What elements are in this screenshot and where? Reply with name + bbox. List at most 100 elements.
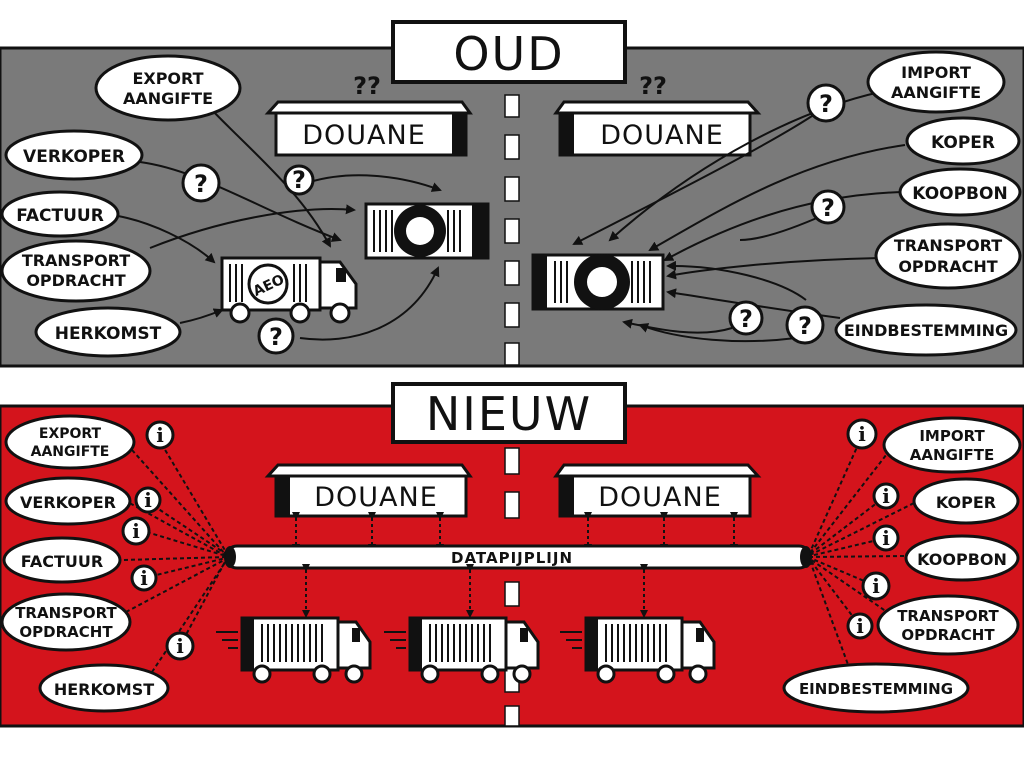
- svg-text:i: i: [176, 634, 184, 658]
- label-import-aangifte: IMPORT AANGIFTE: [866, 50, 1006, 114]
- new-right-labels: IMPORT AANGIFTE KOPER KOOPBON TRANSPORT …: [782, 416, 1022, 714]
- svg-text:i: i: [132, 519, 140, 543]
- label-herkomst: HERKOMST: [34, 306, 182, 358]
- svg-text:AANGIFTE: AANGIFTE: [910, 446, 994, 464]
- svg-text:KOPER: KOPER: [931, 133, 995, 153]
- svg-text:VERKOPER: VERKOPER: [23, 147, 125, 167]
- old-title: OUD: [453, 27, 564, 81]
- svg-text:OPDRACHT: OPDRACHT: [26, 271, 125, 290]
- old-right-question-marks: ??: [639, 72, 667, 100]
- label-export-aangifte: EXPORT AANGIFTE: [4, 414, 136, 470]
- info-icon: i: [121, 516, 151, 546]
- left-info-bubbles: i i i i i: [121, 420, 195, 661]
- label-transport-opdracht: TRANSPORT OPDRACHT: [0, 239, 152, 303]
- old-left-arrows: [117, 107, 442, 341]
- new-title: NIEUW: [426, 387, 592, 441]
- new-left-douane-building: DOUANE: [264, 463, 473, 518]
- svg-text:FACTUUR: FACTUUR: [21, 552, 103, 571]
- svg-text:i: i: [140, 566, 148, 590]
- question-bubble: ?: [257, 317, 295, 355]
- info-icon: i: [872, 482, 900, 510]
- new-left-labels: EXPORT AANGIFTE VERKOPER FACTUUR TRANSPO…: [0, 414, 170, 713]
- new-truck-1: [216, 616, 372, 684]
- svg-text:OPDRACHT: OPDRACHT: [898, 257, 997, 276]
- label-export-aangifte: EXPORT AANGIFTE: [94, 54, 242, 122]
- svg-text:i: i: [156, 423, 164, 447]
- question-bubble: ?: [728, 300, 764, 336]
- old-left-question-marks: ??: [353, 72, 381, 100]
- question-bubble: ?: [806, 83, 846, 123]
- svg-text:i: i: [882, 484, 890, 508]
- info-icon: i: [130, 564, 158, 592]
- old-left-douane-label: DOUANE: [302, 120, 426, 151]
- svg-text:FACTUUR: FACTUUR: [16, 206, 104, 226]
- svg-text:?: ?: [739, 305, 753, 333]
- old-section: OUD ?? ?? DOUANE DOUANE: [0, 20, 1024, 368]
- svg-text:TRANSPORT: TRANSPORT: [22, 251, 130, 270]
- svg-text:AANGIFTE: AANGIFTE: [31, 444, 110, 460]
- old-question-bubbles: ? ? ? ? ? ? ?: [181, 83, 846, 355]
- svg-text:HERKOMST: HERKOMST: [54, 680, 154, 699]
- label-eindbestemming: EINDBESTEMMING: [834, 303, 1018, 357]
- svg-text:KOPER: KOPER: [936, 493, 996, 512]
- svg-text:EINDBESTEMMING: EINDBESTEMMING: [844, 321, 1008, 340]
- svg-text:i: i: [858, 422, 866, 446]
- svg-text:i: i: [144, 488, 152, 512]
- label-koopbon: KOOPBON: [898, 167, 1022, 217]
- aeo-badge: [247, 263, 289, 305]
- old-left-container: [364, 202, 490, 260]
- svg-text:AANGIFTE: AANGIFTE: [891, 83, 981, 102]
- question-bubble: ?: [181, 163, 221, 203]
- new-right-douane-label: DOUANE: [598, 482, 722, 513]
- old-left-labels: EXPORT AANGIFTE VERKOPER FACTUUR TRANSPO…: [0, 54, 242, 358]
- label-koper: KOPER: [905, 116, 1021, 166]
- old-right-labels: IMPORT AANGIFTE KOPER KOOPBON TRANSPORT …: [834, 50, 1022, 357]
- old-left-douane-building: DOUANE: [264, 100, 473, 157]
- new-title-box: NIEUW: [391, 382, 627, 444]
- svg-text:?: ?: [269, 323, 283, 351]
- svg-text:KOOPBON: KOOPBON: [917, 550, 1007, 569]
- info-icon: i: [861, 571, 891, 601]
- question-bubble: ?: [283, 164, 315, 196]
- label-factuur: FACTUUR: [2, 536, 122, 584]
- label-verkoper: VERKOPER: [4, 476, 132, 526]
- new-truck-3: [560, 616, 716, 684]
- info-icon: i: [145, 420, 175, 450]
- svg-text:TRANSPORT: TRANSPORT: [897, 607, 999, 625]
- label-herkomst: HERKOMST: [38, 663, 170, 713]
- svg-text:EXPORT: EXPORT: [132, 69, 203, 88]
- question-bubble: ?: [785, 305, 825, 345]
- svg-text:EINDBESTEMMING: EINDBESTEMMING: [799, 680, 953, 698]
- label-koopbon: KOOPBON: [904, 534, 1020, 582]
- svg-text:IMPORT: IMPORT: [919, 427, 985, 445]
- svg-text:OPDRACHT: OPDRACHT: [901, 626, 995, 644]
- new-section: NIEUW DOUANE DOUANE: [0, 382, 1024, 728]
- svg-text:?: ?: [194, 170, 208, 198]
- svg-text:TRANSPORT: TRANSPORT: [15, 604, 117, 622]
- right-info-bubbles: i i i i i: [846, 418, 900, 640]
- old-aeo-truck: AEO: [220, 256, 358, 324]
- svg-text:?: ?: [819, 90, 833, 118]
- question-bubble: ?: [810, 189, 846, 225]
- pipeline-truck-links: [302, 564, 648, 618]
- left-fan-lines: [123, 437, 227, 673]
- svg-text:i: i: [872, 574, 880, 598]
- svg-text:?: ?: [292, 166, 306, 194]
- svg-text:?: ?: [821, 194, 835, 222]
- svg-text:HERKOMST: HERKOMST: [55, 324, 162, 344]
- label-transport-opdracht-right: TRANSPORT OPDRACHT: [876, 594, 1020, 656]
- label-import-aangifte: IMPORT AANGIFTE: [882, 416, 1022, 474]
- svg-text:VERKOPER: VERKOPER: [20, 493, 116, 512]
- svg-text:i: i: [882, 526, 890, 550]
- old-right-douane-building: DOUANE: [553, 100, 762, 157]
- label-transport-opdracht-right: TRANSPORT OPDRACHT: [874, 222, 1022, 290]
- info-icon: i: [846, 612, 874, 640]
- old-right-container: [531, 253, 665, 311]
- info-icon: i: [872, 524, 900, 552]
- new-truck-2: [384, 616, 540, 684]
- old-right-douane-label: DOUANE: [600, 120, 724, 151]
- label-eindbestemming: EINDBESTEMMING: [782, 662, 970, 714]
- info-icon: i: [846, 418, 878, 450]
- svg-text:TRANSPORT: TRANSPORT: [894, 236, 1002, 255]
